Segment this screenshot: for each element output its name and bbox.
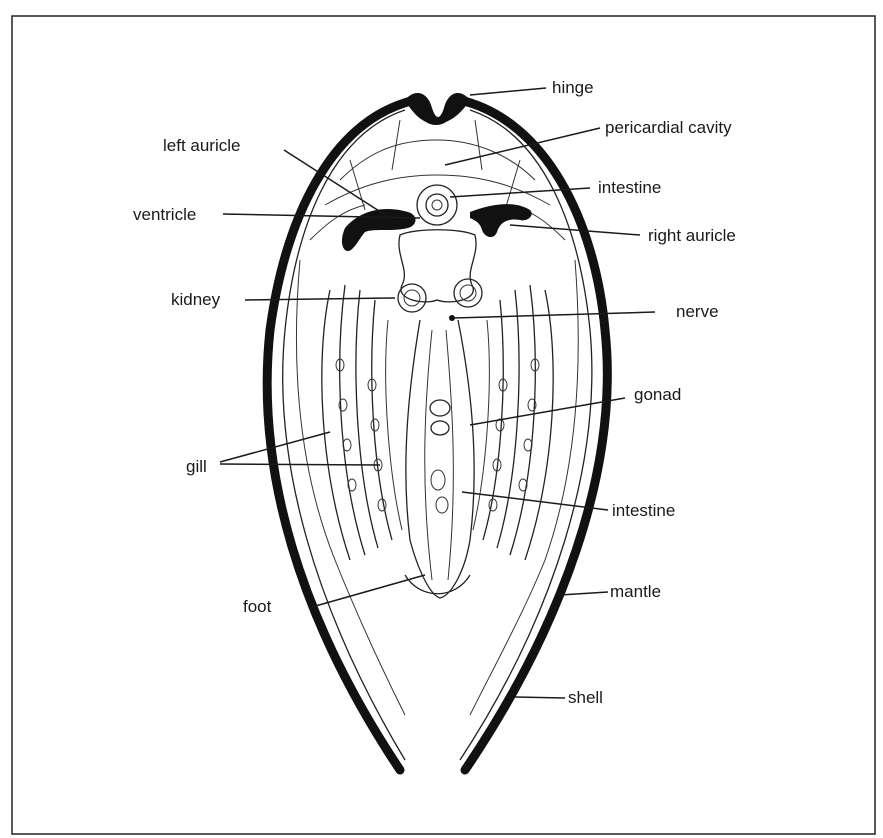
label-right-auricle: right auricle <box>648 226 736 245</box>
label-nerve: nerve <box>676 302 719 321</box>
left-auricle-shape <box>342 209 416 251</box>
label-left-auricle: left auricle <box>163 136 240 155</box>
label-mantle: mantle <box>610 582 661 601</box>
label-ventricle: ventricle <box>133 205 196 224</box>
shell-left-valve <box>267 100 415 770</box>
kidney-rosettes <box>398 279 482 312</box>
leader-lines <box>220 88 655 698</box>
hinge-ligament <box>405 93 470 125</box>
labels: hinge pericardial cavity left auricle in… <box>133 78 736 707</box>
shell-right-valve <box>460 100 607 770</box>
label-pericardial-cavity: pericardial cavity <box>605 118 732 137</box>
left-gill <box>322 285 402 560</box>
label-hinge: hinge <box>552 78 594 97</box>
label-gill: gill <box>186 457 207 476</box>
label-kidney: kidney <box>171 290 221 309</box>
right-auricle-shape <box>470 204 532 237</box>
bivalve-cross-section <box>267 93 607 770</box>
label-gonad: gonad <box>634 385 681 404</box>
label-foot: foot <box>243 597 272 616</box>
label-intestine-bottom: intestine <box>612 501 675 520</box>
label-shell: shell <box>568 688 603 707</box>
figure-border <box>12 16 875 834</box>
label-intestine-top: intestine <box>598 178 661 197</box>
